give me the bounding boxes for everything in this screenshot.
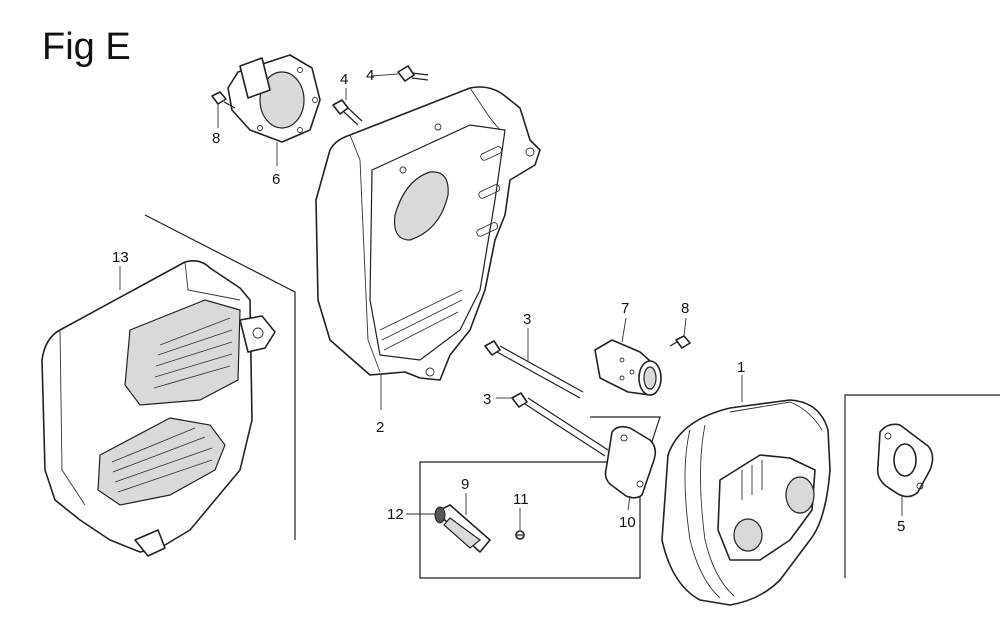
bolt-8-top xyxy=(211,91,236,109)
part-7-exhaust-pipe xyxy=(594,339,662,396)
callout-4-left: 4 xyxy=(340,71,348,88)
callout-11: 11 xyxy=(513,491,529,508)
callout-4-right: 4 xyxy=(366,67,374,84)
callout-12: 12 xyxy=(387,506,404,523)
bolt-3-upper xyxy=(484,340,584,399)
callout-6: 6 xyxy=(272,171,280,188)
group-box-12 xyxy=(419,416,661,579)
callout-7: 7 xyxy=(621,300,629,317)
callout-8-left: 8 xyxy=(212,130,220,147)
callout-1: 1 xyxy=(737,359,745,376)
part-2-muffler-cover xyxy=(315,86,541,381)
part-1-muffler xyxy=(661,399,831,606)
bolt-8-right xyxy=(669,335,691,349)
callout-3-upper: 3 xyxy=(523,311,531,328)
callout-13: 13 xyxy=(112,249,129,266)
guide-line-13 xyxy=(144,214,296,540)
callout-3-lower: 3 xyxy=(483,391,491,408)
bolt-3-lower xyxy=(511,392,609,457)
callout-8-right: 8 xyxy=(681,300,689,317)
callout-9: 9 xyxy=(461,476,469,493)
figure-title: Fig E xyxy=(42,26,131,68)
part-9-spark-arrester xyxy=(434,504,491,553)
part-10-spark-arrester-plate xyxy=(419,416,661,579)
part-13-muffler-protector xyxy=(41,214,296,557)
bolt-4-right xyxy=(397,65,429,82)
part-5-muffler-gasket xyxy=(844,394,1000,578)
callout-10: 10 xyxy=(619,514,636,531)
callout-5: 5 xyxy=(897,518,905,535)
screw-11 xyxy=(515,530,525,540)
bolt-4-left xyxy=(332,99,363,126)
guide-line-5 xyxy=(844,394,1000,578)
part-6-exhaust-gasket xyxy=(227,54,321,143)
callout-2: 2 xyxy=(376,419,384,436)
leader-lines xyxy=(119,73,903,530)
